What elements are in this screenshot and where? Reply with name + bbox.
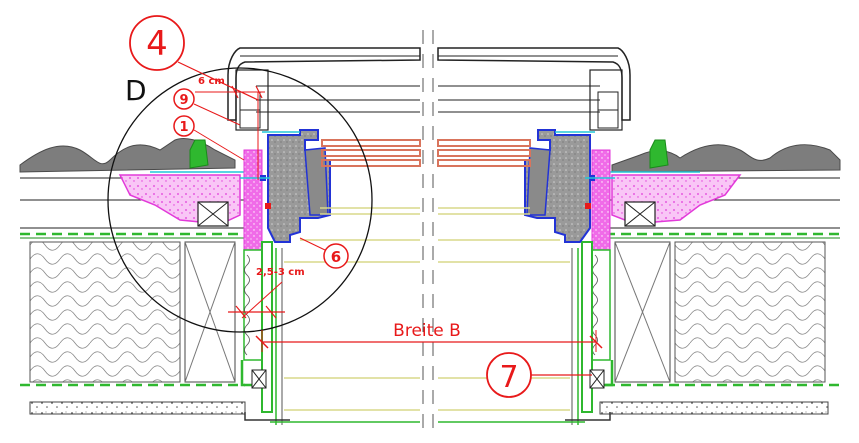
right-roof-tile bbox=[611, 144, 841, 173]
right-ceiling-plaster bbox=[599, 401, 829, 415]
right-insulation-batt bbox=[674, 241, 826, 383]
center-break-lines bbox=[422, 30, 434, 436]
callout-6-circle bbox=[323, 243, 349, 269]
callout-9-circle bbox=[173, 88, 195, 110]
detail-d-label: D bbox=[125, 74, 147, 107]
dim-gap-label: 2,5-3 cm bbox=[256, 267, 305, 278]
callout-1-label: 1 bbox=[179, 120, 188, 135]
callout-4-label: 4 bbox=[146, 24, 168, 64]
callout-6-label: 6 bbox=[331, 248, 341, 266]
right-sash-profile bbox=[524, 129, 615, 243]
detail-circle-d bbox=[107, 67, 373, 333]
width-label: Breite B bbox=[393, 321, 461, 341]
right-rafter bbox=[614, 241, 671, 383]
dim-top-label: 6 cm bbox=[198, 76, 225, 87]
callout-7-label: 7 bbox=[499, 360, 518, 395]
callout-4-circle bbox=[129, 15, 185, 71]
left-roof-assembly bbox=[19, 137, 246, 415]
callout-9-label: 9 bbox=[179, 93, 188, 108]
callout-1-circle bbox=[173, 115, 195, 137]
annotations: 4 D 6 cm 9 1 6 2,5-3 cm Breite bbox=[125, 15, 603, 398]
right-roof-assembly bbox=[599, 139, 841, 415]
left-top-cover bbox=[227, 47, 421, 411]
left-ceiling-plaster bbox=[29, 401, 246, 415]
right-top-cover bbox=[437, 47, 631, 411]
left-insulation-batt bbox=[29, 241, 181, 383]
